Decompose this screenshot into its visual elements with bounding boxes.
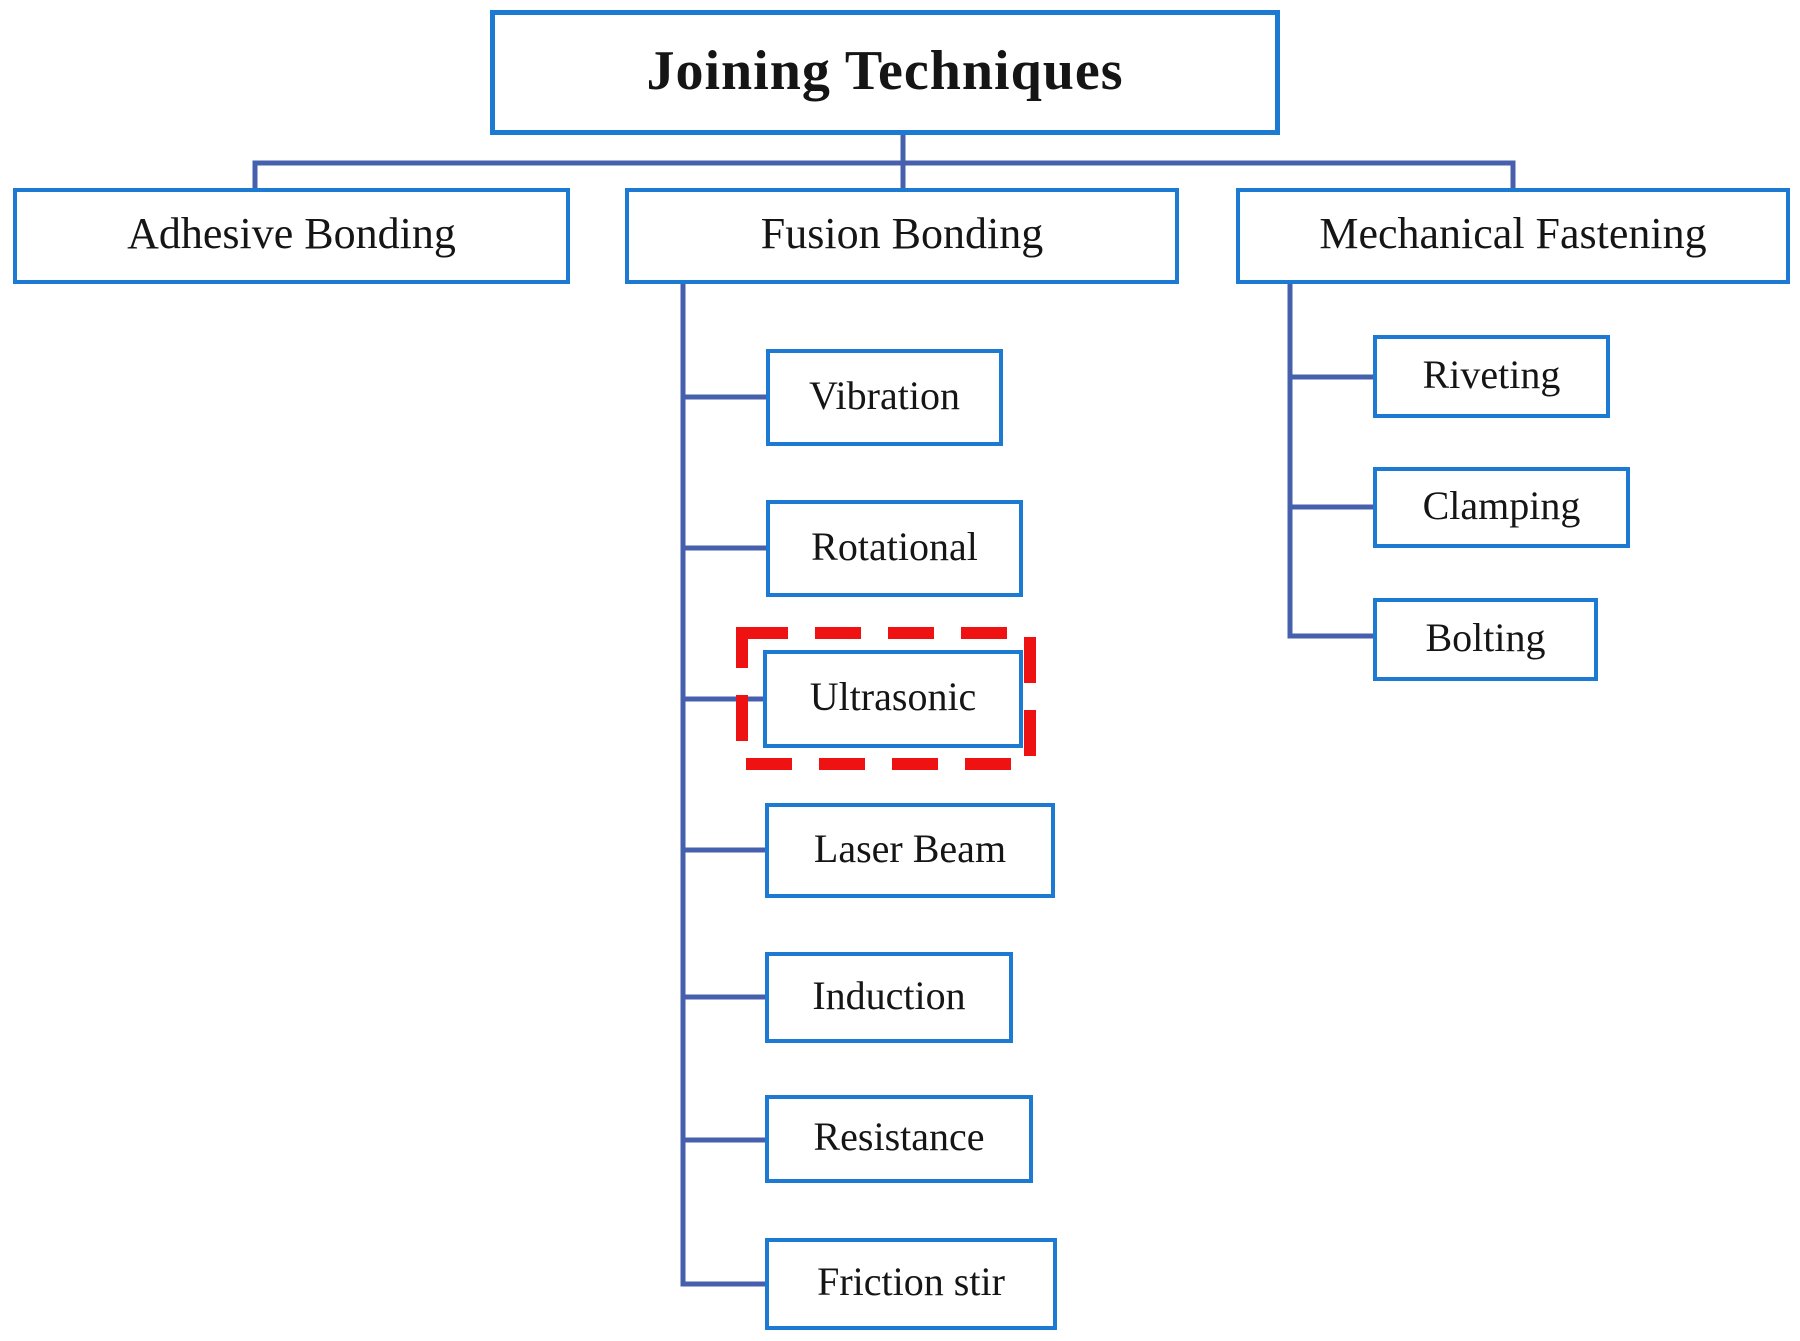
node-label: Joining Techniques xyxy=(646,39,1124,102)
connector-fusion-trunk xyxy=(680,284,765,1287)
node-label: Mechanical Fastening xyxy=(1319,209,1707,258)
node-label: Laser Beam xyxy=(813,825,1007,871)
node-riveting: Riveting xyxy=(1373,335,1610,418)
node-adhesive-bonding: Adhesive Bonding xyxy=(13,188,570,284)
node-label: Friction stir xyxy=(817,1259,1005,1304)
node-clamping: Clamping xyxy=(1373,467,1630,548)
connector-level1-rail xyxy=(252,160,1516,190)
node-ultrasonic: Ultrasonic xyxy=(763,650,1023,748)
node-label: Bolting xyxy=(1425,614,1546,660)
node-label: Vibration xyxy=(809,372,960,418)
node-label: Clamping xyxy=(1422,482,1581,528)
node-mechanical-fastening: Mechanical Fastening xyxy=(1236,188,1790,284)
node-label: Rotational xyxy=(811,523,978,569)
node-laser-beam: Laser Beam xyxy=(765,803,1055,898)
node-induction: Induction xyxy=(765,952,1013,1043)
node-resistance: Resistance xyxy=(765,1095,1033,1183)
node-bolting: Bolting xyxy=(1373,598,1598,681)
node-vibration: Vibration xyxy=(766,349,1003,446)
connector-mechanical-trunk xyxy=(1287,284,1373,639)
node-label: Resistance xyxy=(813,1114,985,1159)
node-label: Fusion Bonding xyxy=(760,209,1044,258)
node-joining-techniques: Joining Techniques xyxy=(490,10,1280,135)
node-label: Riveting xyxy=(1422,351,1561,397)
node-fusion-bonding: Fusion Bonding xyxy=(625,188,1179,284)
node-label: Induction xyxy=(812,972,966,1018)
node-rotational: Rotational xyxy=(766,500,1023,597)
node-friction-stir: Friction stir xyxy=(765,1238,1057,1330)
node-label: Ultrasonic xyxy=(809,674,977,719)
node-label: Adhesive Bonding xyxy=(127,209,456,258)
